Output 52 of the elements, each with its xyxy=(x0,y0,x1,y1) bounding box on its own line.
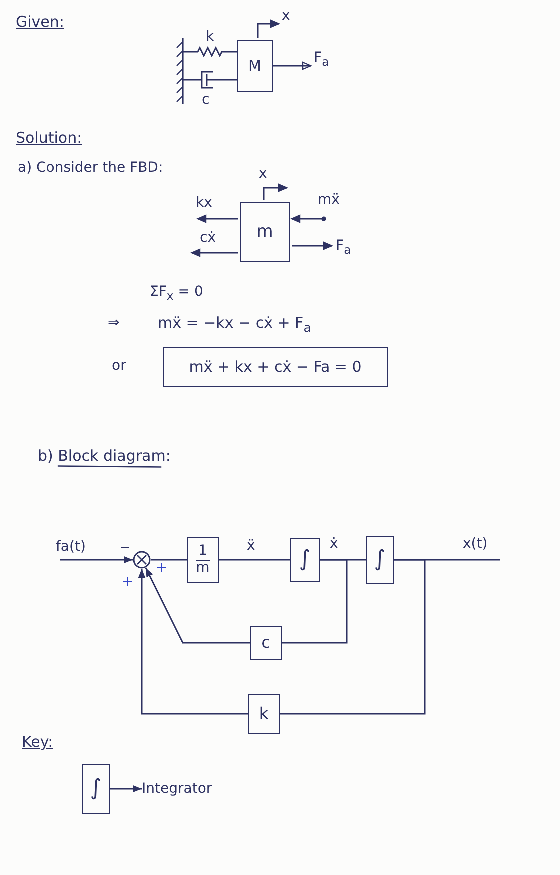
gain-label: k xyxy=(259,705,269,723)
integral-sign: ∫ xyxy=(90,776,102,802)
sign-label: + xyxy=(156,560,168,576)
gain-block xyxy=(250,626,282,660)
gain-block xyxy=(248,694,280,734)
integrator-block xyxy=(366,536,394,584)
section-heading: Solution: xyxy=(16,130,82,148)
feedback-line xyxy=(282,559,348,644)
mass-label: M xyxy=(248,58,262,74)
signal-line xyxy=(219,559,290,561)
mass-block xyxy=(240,202,290,262)
spring-constant-label: k xyxy=(206,29,214,46)
signal-line xyxy=(151,559,187,561)
displacement-label: x xyxy=(282,8,290,24)
force-label: F$_{a}$ xyxy=(314,50,330,70)
signal-label: fa(t) xyxy=(55,540,87,556)
feedback-line xyxy=(280,559,426,715)
force-label: cẋ xyxy=(200,230,216,246)
signal-arrow xyxy=(60,556,133,564)
conjunction-text: or xyxy=(112,358,126,374)
mass-block xyxy=(237,40,273,92)
boxed-equation xyxy=(163,347,388,387)
key-description: Integrator xyxy=(142,780,228,798)
fraction-numerator: 1 xyxy=(196,544,210,561)
integral-sign: ∫ xyxy=(299,548,311,572)
mass-label: m xyxy=(256,222,274,242)
section-heading: Given: xyxy=(16,14,64,32)
equation: mẍ + kx + cẋ − Fa = 0 xyxy=(189,358,362,376)
damping-constant-label: c xyxy=(202,92,210,108)
integral-sign: ∫ xyxy=(374,548,386,572)
feedback-arrow xyxy=(145,568,250,644)
integrator-block xyxy=(290,538,320,582)
signal-label: x(t) xyxy=(462,537,489,552)
sign-label: − xyxy=(120,542,131,557)
equation: mẍ = −kx − cẋ + F$_{a}$ xyxy=(158,315,312,336)
implies-sign: ⇒ xyxy=(108,315,120,332)
section-heading: b) Block diagram: xyxy=(38,448,171,466)
step-heading: a) Consider the FBD: xyxy=(18,160,164,176)
fraction-denominator: m xyxy=(196,561,210,576)
gain-block xyxy=(187,537,219,583)
equation: ΣF$_{x}$ = 0 xyxy=(150,284,204,304)
summing-junction xyxy=(133,551,151,569)
force-label: mẍ xyxy=(318,192,340,208)
integrator-block xyxy=(82,764,110,814)
section-heading: Key: xyxy=(22,734,54,752)
force-label: kx xyxy=(196,195,212,212)
displacement-label: x xyxy=(259,166,268,182)
arrow xyxy=(110,785,142,793)
feedback-arrow xyxy=(138,569,248,715)
gain-label: c xyxy=(262,634,270,652)
sign-label: + xyxy=(122,574,134,590)
force-label: F$_{a}$ xyxy=(336,238,352,258)
